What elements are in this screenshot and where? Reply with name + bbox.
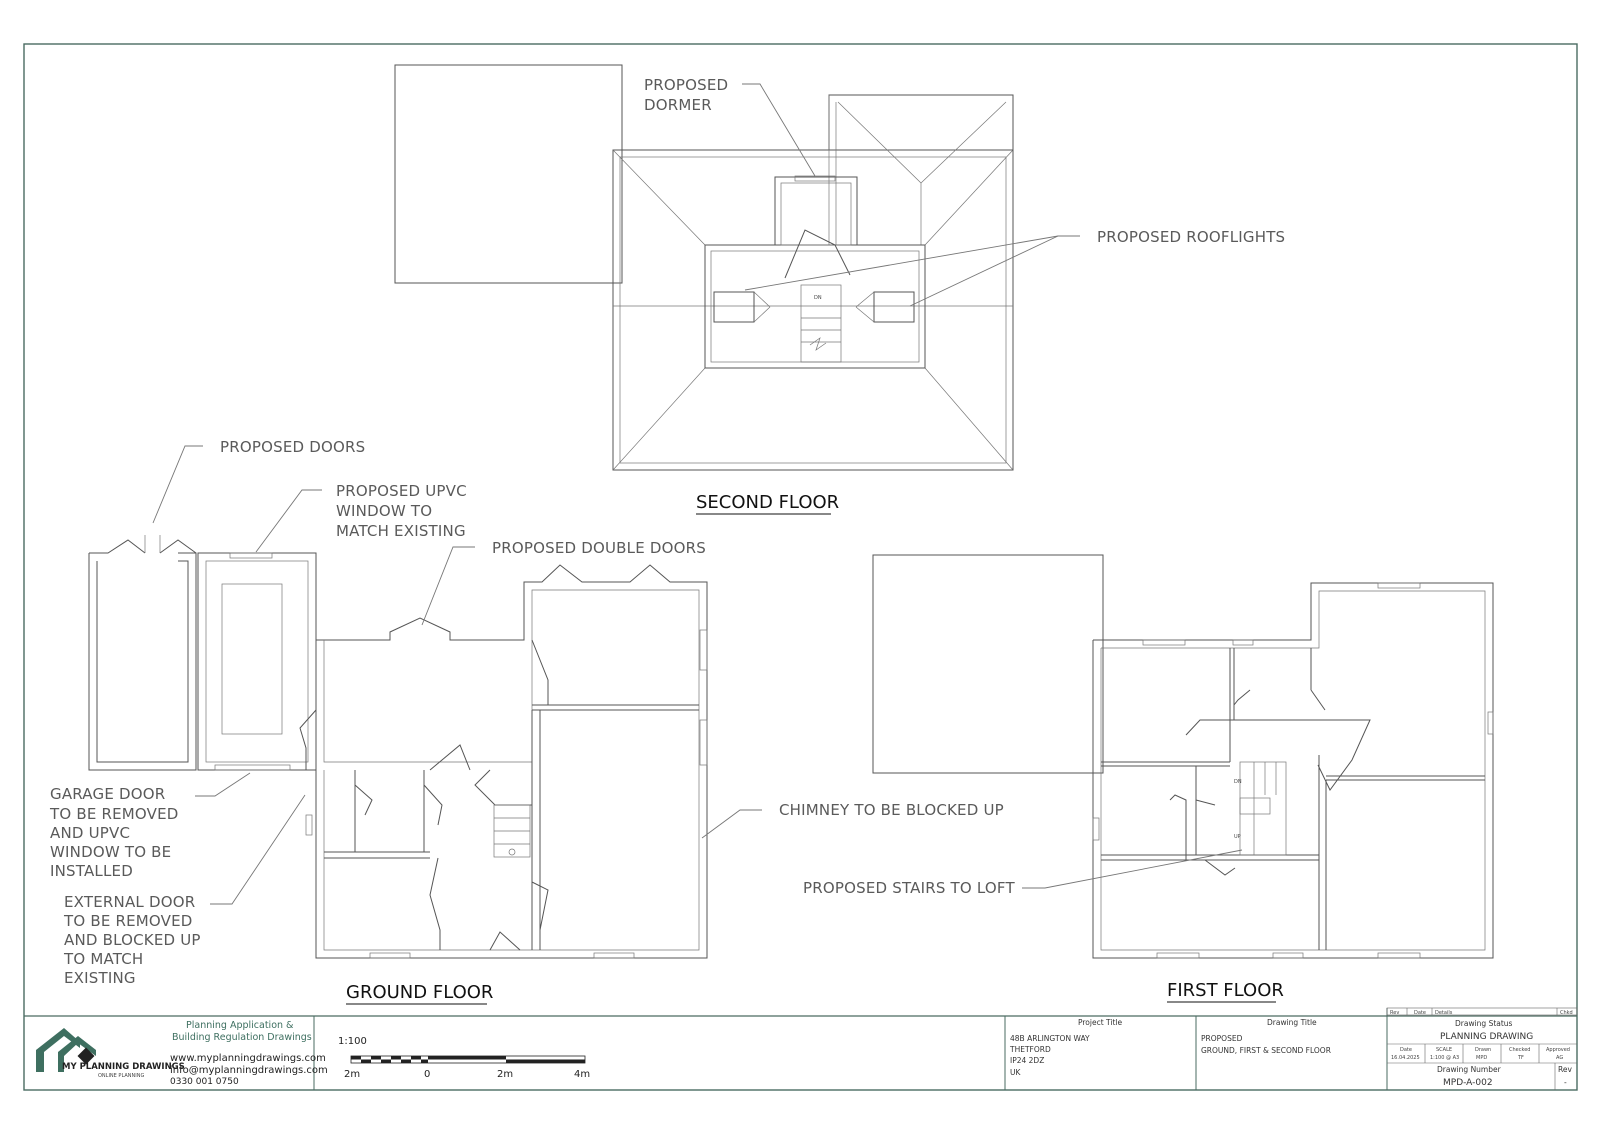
drawing-status-header: Drawing Status [1455,1019,1513,1028]
second-floor-plan: DN [394,64,1014,471]
label-proposed-dormer-1: PROPOSED [644,76,728,94]
label-proposed-dormer-2: DORMER [644,96,712,114]
ground-floor-plan [88,535,708,959]
title-ground-floor: GROUND FLOOR [346,982,493,1003]
label-proposed-rooflights: PROPOSED ROOFLIGHTS [1097,228,1285,246]
label-upvc-2: WINDOW TO [336,502,432,520]
title-block: MY PLANNING DRAWINGS ONLINE PLANNING Pla… [24,1007,1578,1090]
scale-tick-1: 2m [344,1069,360,1080]
first-floor-stair-up: UP [1234,834,1241,840]
company-logo: MY PLANNING DRAWINGS ONLINE PLANNING [36,1028,185,1079]
dormer [774,176,858,246]
scale-tick-3: 2m [497,1069,513,1080]
scale-label: 1:100 [338,1036,367,1047]
title-first-floor: FIRST FLOOR [1167,980,1284,1001]
drawing-title-header: Drawing Title [1267,1018,1317,1027]
label-garage-door-5: INSTALLED [50,862,133,880]
meta-header-checked: Checked [1509,1047,1530,1053]
label-garage-door-2: TO BE REMOVED [49,805,179,823]
leader-doors [152,445,203,524]
meta-header-approved: Approved [1546,1047,1570,1053]
phone-number: 0330 001 0750 [170,1077,239,1087]
project-address-3: IP24 2DZ [1010,1056,1044,1065]
rev-header: Rev [1558,1065,1572,1074]
label-stairs-to-loft: PROPOSED STAIRS TO LOFT [803,879,1015,897]
meta-value-approved: AG [1556,1055,1563,1061]
website-link[interactable]: www.myplanningdrawings.com [170,1053,326,1064]
leader-garage-door [195,772,251,797]
meta-header-drawn: Drawn [1475,1047,1491,1053]
meta-value-scale: 1:100 @ A3 [1430,1055,1459,1061]
label-proposed-doors: PROPOSED DOORS [220,438,365,456]
label-external-door-3: AND BLOCKED UP [64,931,201,949]
rev-header-chkd: Chkd [1560,1010,1573,1016]
label-upvc-1: PROPOSED UPVC [336,482,467,500]
drawing-number-header: Drawing Number [1437,1065,1502,1074]
meta-value-checked: TF [1517,1055,1524,1061]
loft-room [704,244,926,369]
drawing-title-1: PROPOSED [1201,1034,1243,1043]
leader-rooflight-left [744,235,1080,291]
leader-upvc [255,489,322,553]
meta-value-date: 16.04.2025 [1391,1055,1420,1061]
rev-header-details: Details [1435,1010,1453,1016]
label-garage-door-3: AND UPVC [50,824,130,842]
leader-external-door [210,794,306,905]
scale-tick-2: 0 [424,1069,430,1080]
label-external-door-1: EXTERNAL DOOR [64,893,195,911]
label-external-door-5: EXISTING [64,969,136,987]
meta-value-drawn: MPD [1476,1055,1487,1061]
rev-header-date: Date [1414,1010,1426,1016]
meta-header-scale: SCALE [1436,1047,1452,1053]
project-address-4: UK [1010,1068,1021,1077]
rooflight-left [713,291,755,323]
meta-header-date: Date [1400,1047,1412,1053]
label-garage-door-4: WINDOW TO BE [50,843,171,861]
email-link[interactable]: info@myplanningdrawings.com [170,1065,328,1076]
leader-double-doors [421,546,475,626]
leader-dormer [742,83,816,177]
rev-value: - [1564,1078,1567,1087]
second-floor-stair-dn: DN [814,295,822,301]
neighbour-outline [872,554,1104,774]
logo-text: MY PLANNING DRAWINGS [62,1062,185,1072]
rooflight-right [873,291,915,323]
label-garage-door-1: GARAGE DOOR [50,785,165,803]
label-external-door-2: TO BE REMOVED [63,912,193,930]
scale-tick-4: 4m [574,1069,590,1080]
label-chimney: CHIMNEY TO BE BLOCKED UP [779,801,1004,819]
project-address-1: 48B ARLINGTON WAY [1010,1034,1090,1043]
scale-bar [350,1055,586,1064]
leader-rooflight-right [909,235,1059,307]
tagline-2: Building Regulation Drawings [172,1032,312,1043]
sheet-border [23,43,1578,1091]
logo-subtext: ONLINE PLANNING [98,1073,144,1079]
neighbour-roof-outline [394,64,623,284]
label-upvc-3: MATCH EXISTING [336,522,466,540]
main-roof-outline [612,149,1014,471]
tagline-1: Planning Application & [186,1020,294,1031]
first-floor-plan: DN UP [872,554,1494,959]
project-title-header: Project Title [1078,1018,1123,1027]
drawing-title-2: GROUND, FIRST & SECOND FLOOR [1201,1046,1331,1055]
project-address-2: THETFORD [1009,1045,1051,1054]
leader-stairs-to-loft [1022,849,1243,889]
leader-chimney [701,809,762,839]
title-second-floor: SECOND FLOOR [696,492,839,513]
drawing-number: MPD-A-002 [1443,1078,1493,1088]
first-floor-stair-dn: DN [1234,779,1242,785]
label-proposed-double-doors: PROPOSED DOUBLE DOORS [492,539,706,557]
drawing-status: PLANNING DRAWING [1440,1032,1533,1042]
rev-header-rev: Rev [1390,1010,1399,1016]
label-external-door-4: TO MATCH [63,950,143,968]
